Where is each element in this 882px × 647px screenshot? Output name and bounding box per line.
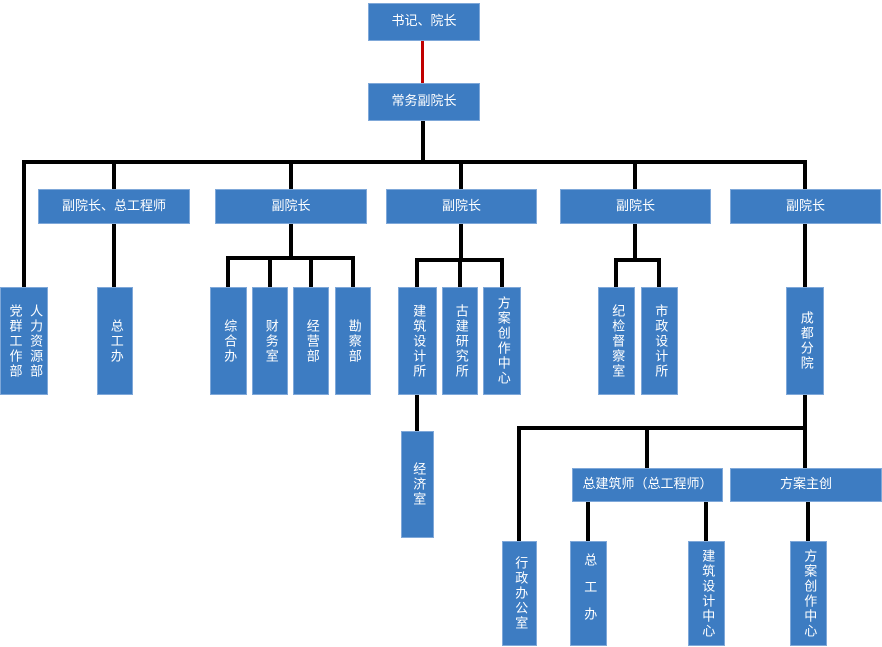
node-label: 副院长 xyxy=(441,198,481,214)
node-vice-president-3: 副院长 xyxy=(560,189,711,224)
node-scheme-lead: 方案主创 xyxy=(730,468,882,502)
node-chief-engineer-office-branch: 总工办 xyxy=(570,541,607,646)
connector xyxy=(289,160,293,189)
node-vice-president-1: 副院长 xyxy=(215,189,367,224)
node-label: 综合办 xyxy=(221,318,237,364)
connector xyxy=(704,502,708,541)
node-label: 副院长、总工程师 xyxy=(61,198,166,214)
node-executive-vice-president: 常务副院长 xyxy=(368,83,480,121)
node-label: 书记、院长 xyxy=(391,14,457,30)
connector xyxy=(517,426,521,541)
node-label: 市政设计所 xyxy=(652,303,668,379)
node-label: 副院长 xyxy=(271,198,311,214)
node-label: 经营部 xyxy=(303,318,319,364)
node-operations-dept: 经营部 xyxy=(293,287,329,395)
node-label: 人力资源部 xyxy=(27,303,43,379)
node-discipline-inspection-office: 纪检督察室 xyxy=(598,287,635,395)
node-party-mass-and-hr-dept: 党群工作部 人力资源部 xyxy=(0,287,48,395)
node-label: 总工办 xyxy=(581,553,597,634)
node-label: 副院长 xyxy=(615,198,655,214)
node-admin-office: 行政办公室 xyxy=(502,541,537,646)
node-vp-chief-engineer: 副院长、总工程师 xyxy=(38,189,190,224)
node-general-office: 综合办 xyxy=(210,287,247,395)
connector xyxy=(803,224,807,287)
node-ancient-architecture-institute: 古建研究所 xyxy=(442,287,478,395)
node-chief-architect: 总建筑师（总工程师） xyxy=(572,468,723,502)
connector xyxy=(803,395,807,428)
node-label: 经济室 xyxy=(410,462,426,507)
connector xyxy=(309,256,313,287)
connector xyxy=(459,224,463,260)
connector xyxy=(614,258,661,262)
node-label: 党群工作部 xyxy=(6,303,22,379)
connector xyxy=(614,258,618,287)
node-finance-office: 财务室 xyxy=(252,287,288,395)
node-label: 常务副院长 xyxy=(391,94,457,110)
node-label: 建筑设计所 xyxy=(410,303,426,379)
node-label: 古建研究所 xyxy=(452,303,468,379)
node-label: 方案创作中心 xyxy=(494,296,510,386)
node-label: 成都分院 xyxy=(797,311,813,371)
node-label: 方案主创 xyxy=(779,477,832,493)
connector xyxy=(633,160,637,189)
connector xyxy=(351,256,355,287)
node-survey-dept: 勘察部 xyxy=(335,287,371,395)
connector xyxy=(415,395,419,431)
node-label: 建筑设计中心 xyxy=(699,548,715,639)
node-label: 方案创作中心 xyxy=(801,548,817,639)
node-vice-president-4: 副院长 xyxy=(730,189,881,224)
connector xyxy=(803,426,807,468)
node-municipal-design-institute: 市政设计所 xyxy=(641,287,678,395)
connector xyxy=(645,426,649,468)
connector xyxy=(112,224,116,287)
node-architecture-design-center: 建筑设计中心 xyxy=(688,541,725,646)
connector xyxy=(458,258,462,287)
node-vice-president-2: 副院长 xyxy=(386,189,537,224)
connector xyxy=(517,426,807,430)
node-label: 副院长 xyxy=(785,198,825,214)
connector xyxy=(500,258,504,287)
connector xyxy=(586,502,590,541)
node-label: 总工办 xyxy=(107,318,123,364)
connector-highlight-top xyxy=(421,41,424,83)
node-scheme-creation-center: 方案创作中心 xyxy=(483,287,521,395)
connector xyxy=(112,160,116,189)
node-label: 纪检督察室 xyxy=(609,303,625,379)
connector xyxy=(415,258,419,287)
connector xyxy=(226,256,355,260)
node-chengdu-branch: 成都分院 xyxy=(786,287,824,395)
connector xyxy=(633,224,637,260)
connector xyxy=(657,258,661,287)
connector xyxy=(268,256,272,287)
connector xyxy=(226,256,230,287)
node-label: 行政办公室 xyxy=(512,556,528,631)
node-architecture-design-institute: 建筑设计所 xyxy=(398,287,437,395)
node-label: 财务室 xyxy=(262,318,278,364)
node-scheme-creation-center-branch: 方案创作中心 xyxy=(790,541,827,646)
connector xyxy=(459,160,463,189)
connector xyxy=(289,224,293,260)
connector xyxy=(803,160,807,189)
node-chief-engineer-office: 总工办 xyxy=(97,287,133,395)
node-label: 勘察部 xyxy=(345,318,361,364)
node-secretary-president: 书记、院长 xyxy=(368,3,480,41)
node-economics-office: 经济室 xyxy=(401,431,434,538)
connector xyxy=(421,121,425,162)
node-label: 总建筑师（总工程师） xyxy=(582,477,713,493)
connector xyxy=(22,160,26,287)
connector xyxy=(806,502,810,541)
connector-main-horizontal xyxy=(22,160,807,164)
